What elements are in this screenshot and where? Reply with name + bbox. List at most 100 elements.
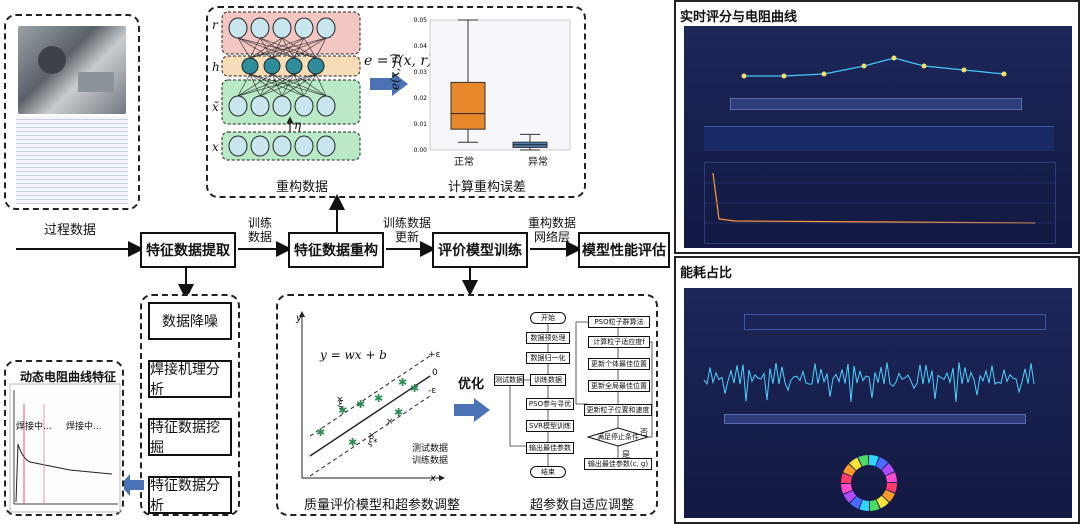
analysis-node: 特征数据分析 bbox=[148, 476, 232, 514]
donut-slice bbox=[869, 455, 879, 467]
pso-normalize: 数据归一化 bbox=[526, 352, 570, 364]
pso-opt: PSO参与寻优 bbox=[526, 398, 574, 410]
score-table bbox=[704, 126, 1054, 151]
boxplot-caption: 计算重构误差 bbox=[448, 180, 527, 195]
pso-update-particle: 更新粒子位置和速度 bbox=[584, 404, 652, 416]
donut-slice bbox=[843, 490, 857, 503]
svg-text:✱: ✱ bbox=[356, 398, 365, 411]
boxplot-ytick: 0.04 bbox=[414, 43, 428, 50]
layer-label-h: h bbox=[212, 60, 220, 74]
layer-x-nodes bbox=[228, 135, 336, 157]
boxplot-ytick: 0.02 bbox=[414, 95, 428, 102]
optimize-label: 优化 bbox=[458, 377, 485, 392]
pso-meet-stop: 满足停止条件 bbox=[597, 433, 639, 441]
layer-label-r: r bbox=[212, 18, 218, 32]
svg-text:✱: ✱ bbox=[374, 392, 383, 405]
layer-label-x: x bbox=[212, 140, 219, 154]
feature-reconstruct-node: 特征数据重构 bbox=[288, 232, 384, 268]
layer-label-xtilde: x̃ bbox=[212, 100, 219, 114]
boxplot-ytick: 0.01 bbox=[414, 121, 428, 128]
donut-slice bbox=[843, 463, 856, 477]
big-right-arrow bbox=[370, 72, 408, 96]
svr-axis-y: y bbox=[296, 313, 302, 324]
legend-test: 测试数据 bbox=[412, 444, 449, 454]
resistance-chart bbox=[704, 162, 1056, 244]
recon-data-caption: 重构数据 bbox=[276, 180, 329, 195]
svg-text:✱: ✱ bbox=[338, 404, 347, 417]
svr-eps-zero: 0 bbox=[432, 368, 438, 378]
svr-xi-star: ξ* bbox=[368, 438, 378, 448]
svg-text:×: × bbox=[368, 431, 376, 441]
pso-output-params: 输出最佳参数(c, g) bbox=[584, 458, 652, 470]
svr-axis-x: x bbox=[430, 473, 436, 484]
pso-update-indiv: 更新个体最佳位置 bbox=[588, 358, 650, 370]
svg-text:✱: ✱ bbox=[316, 426, 325, 439]
eta-label: η bbox=[294, 118, 302, 132]
energy-timeseries bbox=[703, 362, 1035, 403]
score-range-slider[interactable] bbox=[730, 98, 1022, 110]
process-data-table bbox=[16, 116, 128, 204]
donut-slice bbox=[849, 496, 863, 509]
pso-calc-fitness: 计算粒子适应度f bbox=[588, 336, 650, 348]
edge-recon-network: 重构数据网络层 bbox=[528, 216, 577, 244]
weld-photo bbox=[18, 26, 126, 114]
svr-caption: 质量评价模型和超参数调整 bbox=[304, 498, 461, 513]
pso-no: 否 bbox=[640, 428, 648, 437]
donut-slice bbox=[885, 483, 897, 493]
perf-eval-node: 模型性能评估 bbox=[578, 232, 670, 268]
energy-panel-title: 能耗占比 bbox=[680, 266, 733, 281]
left-big-arrow bbox=[120, 474, 144, 496]
energy-donut bbox=[841, 455, 897, 511]
optimize-arrow bbox=[454, 398, 490, 422]
process-data-label: 过程数据 bbox=[44, 223, 97, 238]
layer-r-nodes bbox=[228, 17, 336, 39]
donut-slice bbox=[881, 463, 895, 476]
edge-train-data: 训练数据 bbox=[247, 216, 272, 244]
pso-svr-train: SVR模型训练 bbox=[526, 420, 574, 432]
resistance-curve bbox=[9, 383, 121, 513]
pso-start: 开始 bbox=[530, 312, 566, 324]
svg-text:✱: ✱ bbox=[398, 376, 407, 389]
svr-eps-minus: -ε bbox=[428, 386, 437, 396]
donut-slice bbox=[849, 457, 862, 471]
svg-text:×: × bbox=[386, 417, 394, 427]
reconstruction-error-boxplot: 0.050.040.030.020.010.00 bbox=[414, 17, 571, 154]
pso-caption: 超参数自适应调整 bbox=[530, 498, 635, 513]
svg-text:✱: ✱ bbox=[394, 406, 403, 419]
donut-slice bbox=[841, 483, 853, 494]
svr-plot: ✱✱✱✱✱✱✱✱ ××× bbox=[299, 311, 445, 481]
boxplot-cat-abnormal: 异常 bbox=[528, 157, 548, 168]
svg-text:✱: ✱ bbox=[348, 436, 357, 449]
realtime-panel-title: 实时评分与电阻曲线 bbox=[680, 10, 798, 25]
donut-slice bbox=[875, 457, 889, 470]
pso-decision-diamond bbox=[586, 427, 650, 447]
boxplot-ytick: 0.03 bbox=[414, 69, 428, 76]
boxplot-ytick: 0.00 bbox=[414, 147, 428, 154]
pso-yes: 是 bbox=[622, 450, 630, 459]
svg-text:✱: ✱ bbox=[410, 382, 419, 395]
realtime-dashboard bbox=[684, 26, 1072, 248]
pso-end: 结束 bbox=[530, 466, 566, 478]
score-line bbox=[741, 55, 1007, 79]
denoise-node: 数据降噪 bbox=[148, 302, 232, 340]
dyn-label-a: 焊接中... bbox=[16, 422, 52, 432]
donut-slice bbox=[859, 499, 869, 511]
donut-slice bbox=[841, 473, 853, 483]
donut-slice bbox=[869, 499, 880, 511]
pso-train-data: 训练数据 bbox=[530, 374, 566, 386]
boxplot-cat-normal: 正常 bbox=[454, 157, 474, 168]
dyn-label-b: 焊接中... bbox=[66, 422, 102, 432]
mining-node: 特征数据挖掘 bbox=[148, 418, 232, 456]
energy-range-slider[interactable] bbox=[724, 414, 1026, 424]
donut-slice bbox=[885, 472, 897, 483]
energy-summary-bar bbox=[744, 314, 1046, 330]
pso-update-global: 更新全局最佳位置 bbox=[588, 380, 650, 392]
boxplot-box bbox=[450, 81, 486, 130]
donut-slice bbox=[882, 489, 895, 503]
dyn-panel-title: 动态电阻曲线特征 bbox=[20, 370, 117, 384]
pso-output-best: 输出最佳参数 bbox=[526, 442, 574, 454]
layer-xtilde-nodes bbox=[228, 95, 336, 117]
error-formula: e = f(x, r) bbox=[364, 53, 433, 69]
energy-dashboard bbox=[684, 288, 1072, 518]
donut-slice bbox=[876, 495, 889, 509]
